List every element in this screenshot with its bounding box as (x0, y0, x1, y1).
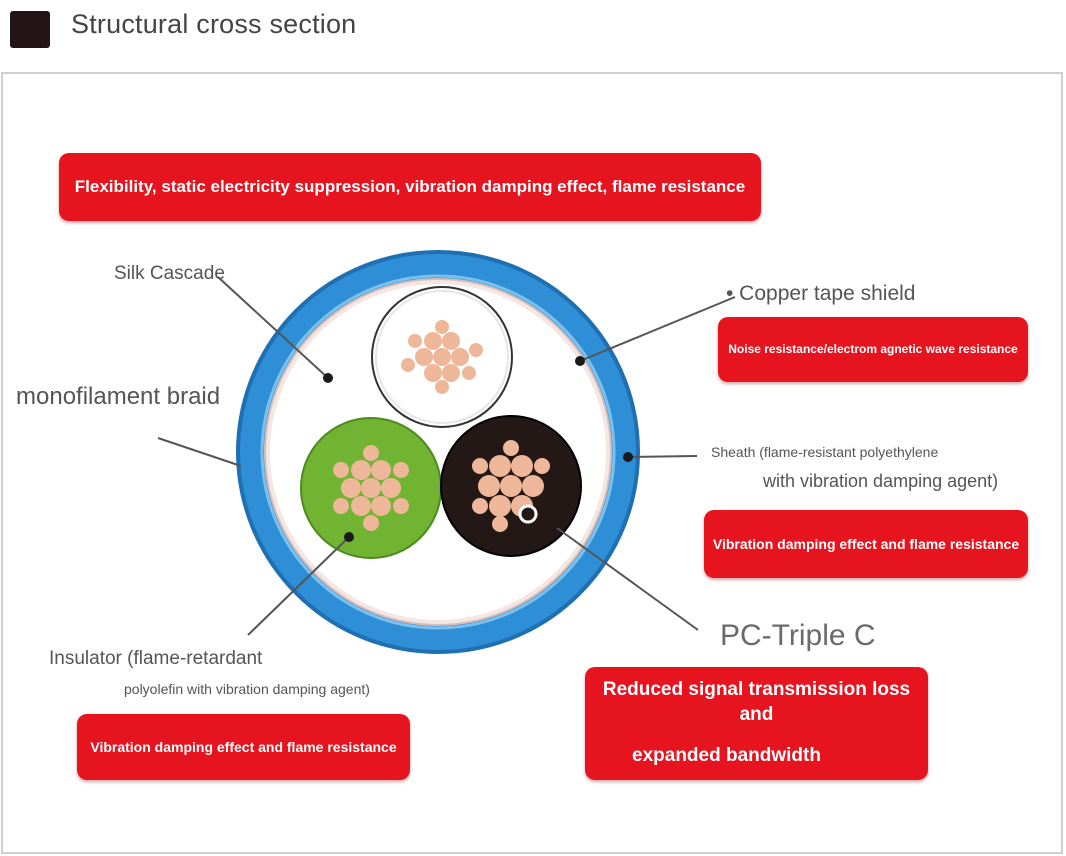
page-title: Structural cross section (71, 9, 357, 39)
core-black (440, 415, 582, 557)
label-monofilament-braid: monofilament braid (16, 383, 221, 410)
callout-noise-resistance: Noise resistance/electrom agnetic wave r… (718, 317, 1028, 382)
label-silk-cascade: Silk Cascade (114, 263, 225, 284)
marker-sheath (623, 452, 633, 462)
leader-monofilament-braid (157, 437, 242, 467)
callout-pc-line2: expanded bandwidth (632, 744, 821, 766)
leader-sheath (627, 455, 698, 458)
callout-insulator-damping: Vibration damping effect and flame resis… (77, 714, 410, 780)
label-sheath-line2: with vibration damping agent) (763, 471, 999, 491)
marker-silk-cascade (323, 373, 333, 383)
callout-pc-triple-c: Reduced signal transmission loss and exp… (585, 667, 928, 780)
header: Structural cross section (0, 0, 1066, 72)
callout-sheath-damping: Vibration damping effect and flame resis… (704, 510, 1028, 578)
label-copper-tape-shield: • Copper tape shield (726, 282, 916, 305)
leader-silk-cascade (217, 276, 329, 379)
label-pc-triple-c: PC-Triple C (720, 619, 876, 652)
label-sheath-line1: Sheath (flame-resistant polyethylene (711, 444, 939, 460)
callout-top-properties: Flexibility, static electricity suppress… (59, 153, 761, 221)
marker-copper-tape (575, 356, 585, 366)
leader-pc-triple-c (556, 527, 699, 631)
label-insulator-line2: polyolefin with vibration damping agent) (124, 681, 370, 697)
leader-copper-tape (579, 296, 736, 362)
sheath-inner-highlight (260, 274, 616, 630)
callout-pc-line1: Reduced signal transmission loss and (602, 679, 911, 726)
header-square-icon (10, 11, 50, 48)
core-white (371, 286, 513, 428)
label-insulator-line1: Insulator (flame-retardant (49, 648, 263, 669)
core-green (300, 417, 442, 559)
leader-insulator (247, 536, 350, 636)
marker-insulator (344, 532, 354, 542)
